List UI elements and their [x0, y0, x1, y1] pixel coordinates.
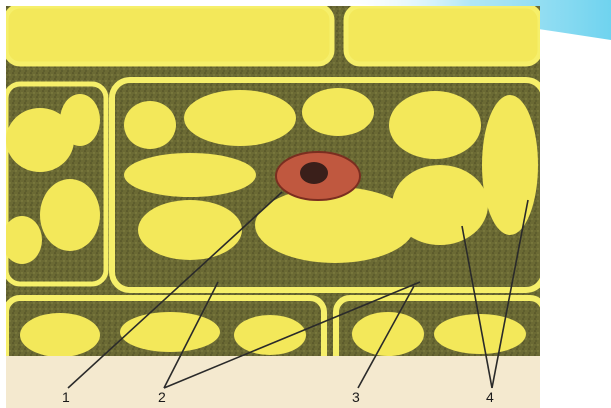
label-3: 3	[352, 389, 360, 405]
top-right-cell	[346, 6, 540, 64]
top-left-cell	[6, 6, 332, 64]
label-paper-band	[6, 350, 540, 408]
cell-tissue	[2, 6, 544, 378]
label-2: 2	[158, 389, 166, 405]
label-4: 4	[486, 389, 494, 405]
label-1: 1	[62, 389, 70, 405]
nucleolus	[300, 162, 328, 184]
